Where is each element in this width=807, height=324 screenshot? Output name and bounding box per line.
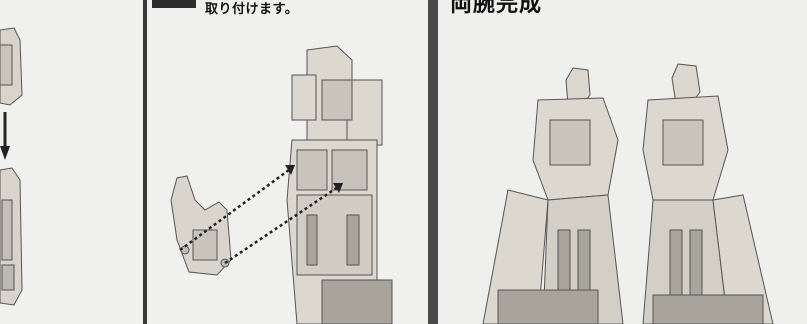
panel-divider (143, 0, 147, 324)
arm-assembly-illustration-left (0, 27, 23, 306)
attach-arrow-icon (179, 165, 295, 252)
forearm-part (286, 45, 393, 324)
right-arm-part (642, 63, 774, 324)
left-arm-part (482, 67, 624, 324)
panel-divider (428, 0, 438, 324)
left-illustration-panel (0, 0, 143, 324)
step-caption: 取り付けます。 (205, 2, 299, 17)
attach-arrow-icon (224, 183, 343, 265)
completed-arms-panel: 両腕完成 (438, 0, 807, 324)
down-arrow-icon (0, 112, 10, 160)
hand-part (170, 175, 232, 276)
section-heading: 両腕完成 (450, 0, 543, 17)
step-number-badge (152, 0, 196, 8)
hand-attach-illustration (170, 45, 393, 324)
step-panel: 取り付けます。 (147, 0, 428, 324)
completed-arms-illustration (482, 63, 774, 324)
